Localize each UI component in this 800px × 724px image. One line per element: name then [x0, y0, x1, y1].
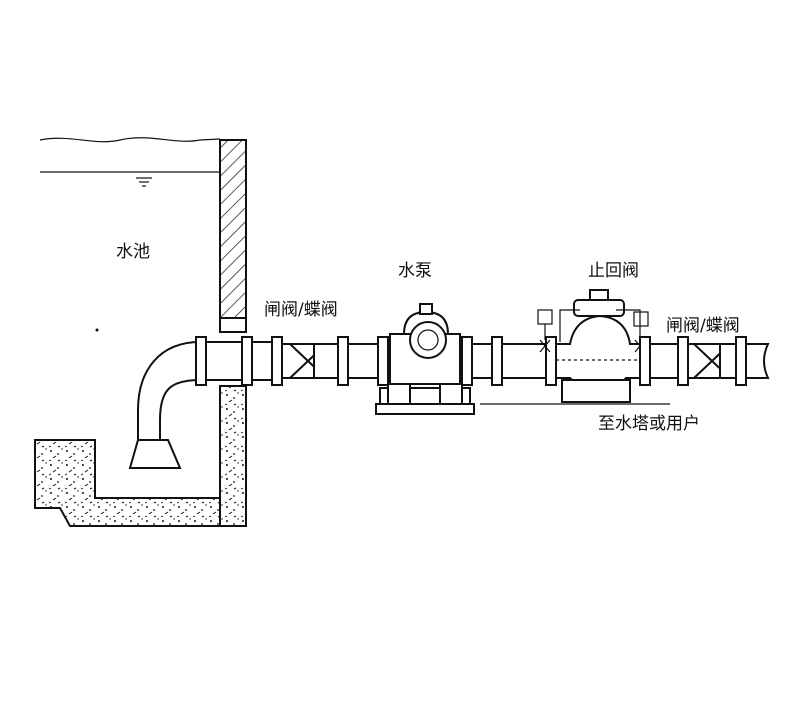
gate-valve-1 — [271, 336, 349, 386]
suction-pipe — [128, 336, 273, 469]
outlet-label: 至水塔或用户 — [598, 414, 700, 434]
tank-label: 水池 — [116, 242, 150, 262]
water-level-icon — [136, 177, 152, 187]
pump-label: 水泵 — [398, 261, 432, 281]
tank-wall — [219, 139, 247, 527]
check-valve-label: 止回阀 — [588, 261, 639, 281]
gate-valve-2-label: 闸阀/蝶阀 — [666, 316, 740, 336]
tank-floor — [34, 439, 221, 527]
water-surface — [39, 137, 221, 143]
check-valve — [537, 289, 651, 394]
pump-base — [375, 383, 475, 415]
gate-valve-2 — [687, 336, 747, 386]
valve-base — [480, 379, 670, 405]
gate-valve-1-label: 闸阀/蝶阀 — [264, 300, 338, 320]
